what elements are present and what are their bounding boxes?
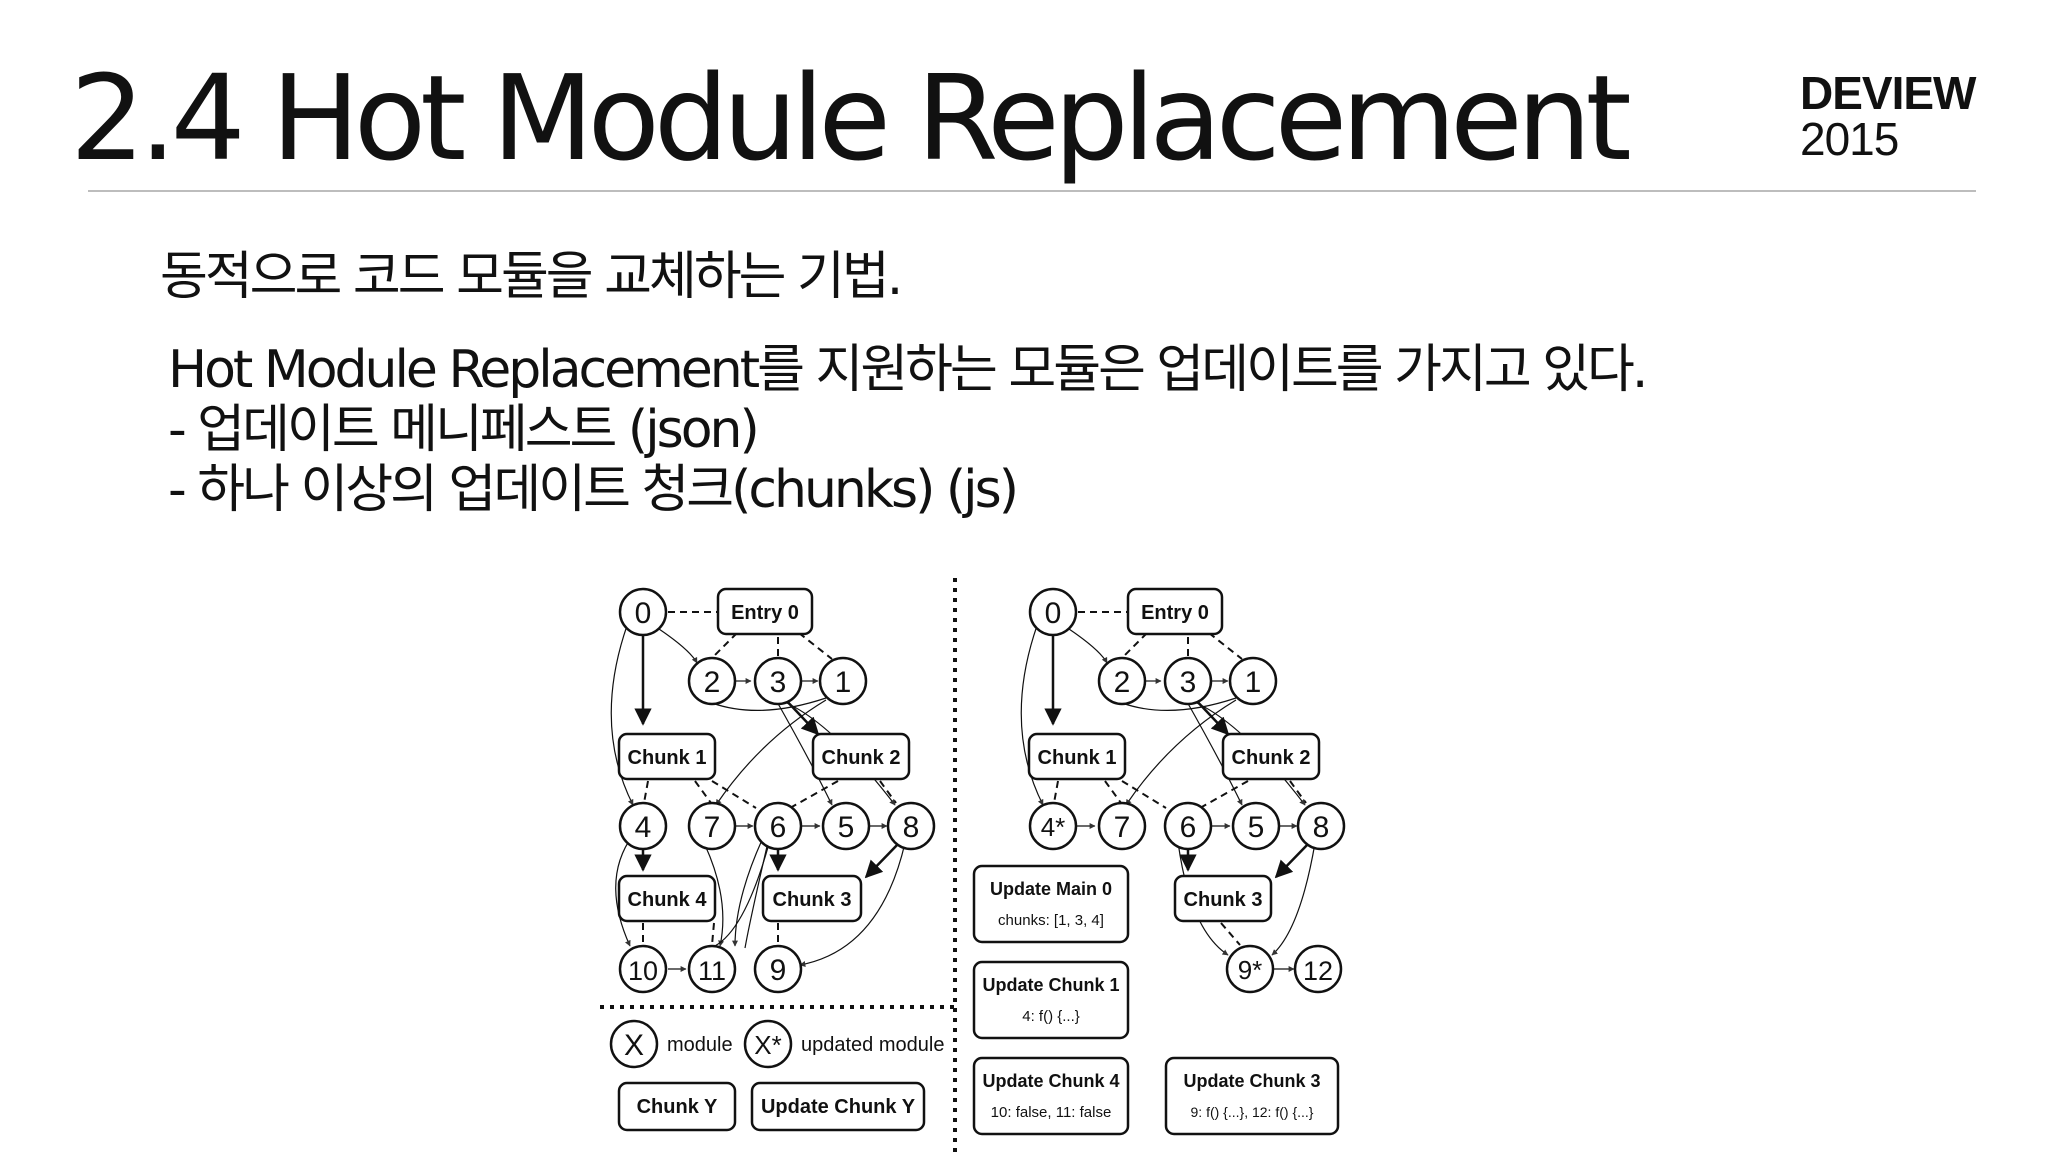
- brand-year: 2015: [1800, 113, 1899, 165]
- right-module-nodes: [1028, 587, 1346, 994]
- right-module-labels: 0 2 3 1 4* 7 6 5 8 9* 12: [1041, 597, 1333, 986]
- module-node: 0: [1045, 597, 1062, 630]
- legend-module-symbol: X: [624, 1029, 644, 1062]
- module-node: 6: [1180, 811, 1197, 844]
- brand-name: DEVIEW: [1800, 67, 1976, 119]
- legend-updated-symbol: X*: [754, 1030, 781, 1060]
- right-chunk-boxes: [972, 587, 1340, 1136]
- body-line: - 하나 이상의 업데이트 청크(chunks) (js): [168, 460, 1019, 520]
- legend-chunk-box: Chunk Y: [637, 1096, 718, 1118]
- update-box-detail: chunks: [1, 3, 4]: [998, 912, 1104, 929]
- module-node: 2: [1114, 666, 1131, 699]
- module-node: 10: [628, 956, 658, 986]
- module-node: 6: [770, 811, 787, 844]
- module-node: 4: [635, 811, 652, 844]
- left-chunk-labels: Entry 0 Chunk 1 Chunk 2 Chunk 4 Chunk 3: [628, 602, 901, 911]
- update-box-title: Update Chunk 1: [982, 975, 1119, 995]
- legend-update-chunk-box: Update Chunk Y: [761, 1096, 916, 1118]
- module-node: 5: [838, 811, 855, 844]
- module-node: 2: [704, 666, 721, 699]
- legend-module-label: module: [667, 1034, 733, 1056]
- update-box-title: Update Main 0: [990, 879, 1112, 899]
- module-node: 1: [835, 666, 852, 699]
- entry-box: Entry 0: [731, 602, 799, 624]
- body-line: - 업데이트 메니페스트 (json): [168, 400, 760, 460]
- update-box-title: Update Chunk 3: [1183, 1071, 1320, 1091]
- legend-labels: X module X* updated module Chunk Y Updat…: [624, 1029, 944, 1118]
- module-node: 7: [704, 811, 721, 844]
- module-node: 7: [1114, 811, 1131, 844]
- body-line: Hot Module Replacement를 지원하는 모듈은 업데이트를 가…: [168, 340, 1648, 400]
- module-node: 3: [1180, 666, 1197, 699]
- chunk-box: Chunk 3: [1184, 889, 1263, 911]
- deview-logo: DEVIEW 2015: [1800, 67, 1976, 165]
- update-box-title: Update Chunk 4: [982, 1071, 1119, 1091]
- left-module-nodes: [618, 587, 936, 994]
- left-chunk-boxes: [617, 587, 911, 923]
- module-node: 12: [1303, 956, 1333, 986]
- chunk-box: Chunk 2: [1232, 747, 1311, 769]
- right-chunk-labels: Entry 0 Chunk 1 Chunk 2 Chunk 3 Update M…: [982, 602, 1320, 1091]
- module-node: 5: [1248, 811, 1265, 844]
- chunk-box: Chunk 1: [1038, 747, 1117, 769]
- left-module-labels: 0 2 3 1 4 7 6 5 8 10 11 9: [628, 597, 919, 987]
- module-node: 3: [770, 666, 787, 699]
- body-text: Hot Module Replacement를 지원하는 모듈은 업데이트를 가…: [168, 340, 1648, 520]
- entry-box: Entry 0: [1141, 602, 1209, 624]
- chunk-box: Chunk 4: [628, 889, 708, 911]
- right-dashed-edges: [1053, 611, 1307, 946]
- chunk-box: Chunk 1: [628, 747, 707, 769]
- update-box-detail: 10: false, 11: false: [991, 1104, 1112, 1121]
- update-box-detail: 9: f() {...}, 12: f() {...}: [1191, 1104, 1314, 1120]
- chunk-box: Chunk 3: [773, 889, 852, 911]
- module-node: 8: [903, 811, 920, 844]
- update-box-detail: 4: f() {...}: [1022, 1008, 1080, 1025]
- module-node: 0: [635, 597, 652, 630]
- module-node: 1: [1245, 666, 1262, 699]
- module-node: 11: [698, 956, 726, 986]
- left-dashed-edges: [642, 611, 897, 946]
- updated-module-node: 4*: [1041, 812, 1066, 842]
- legend: [609, 1019, 926, 1132]
- right-solid-edges: [1020, 611, 1316, 972]
- chunk-box: Chunk 2: [822, 747, 901, 769]
- right-update-details: chunks: [1, 3, 4] 4: f() {...} 10: false…: [991, 912, 1314, 1121]
- legend-updated-label: updated module: [801, 1034, 944, 1056]
- intro-text: 동적으로 코드 모듈을 교체하는 기법.: [160, 247, 903, 307]
- title-divider: [88, 190, 1976, 192]
- slide-title: 2.4 Hot Module Replacement: [70, 49, 1632, 187]
- updated-module-node: 9*: [1238, 955, 1263, 985]
- module-node: 8: [1313, 811, 1330, 844]
- module-node: 9: [770, 954, 787, 987]
